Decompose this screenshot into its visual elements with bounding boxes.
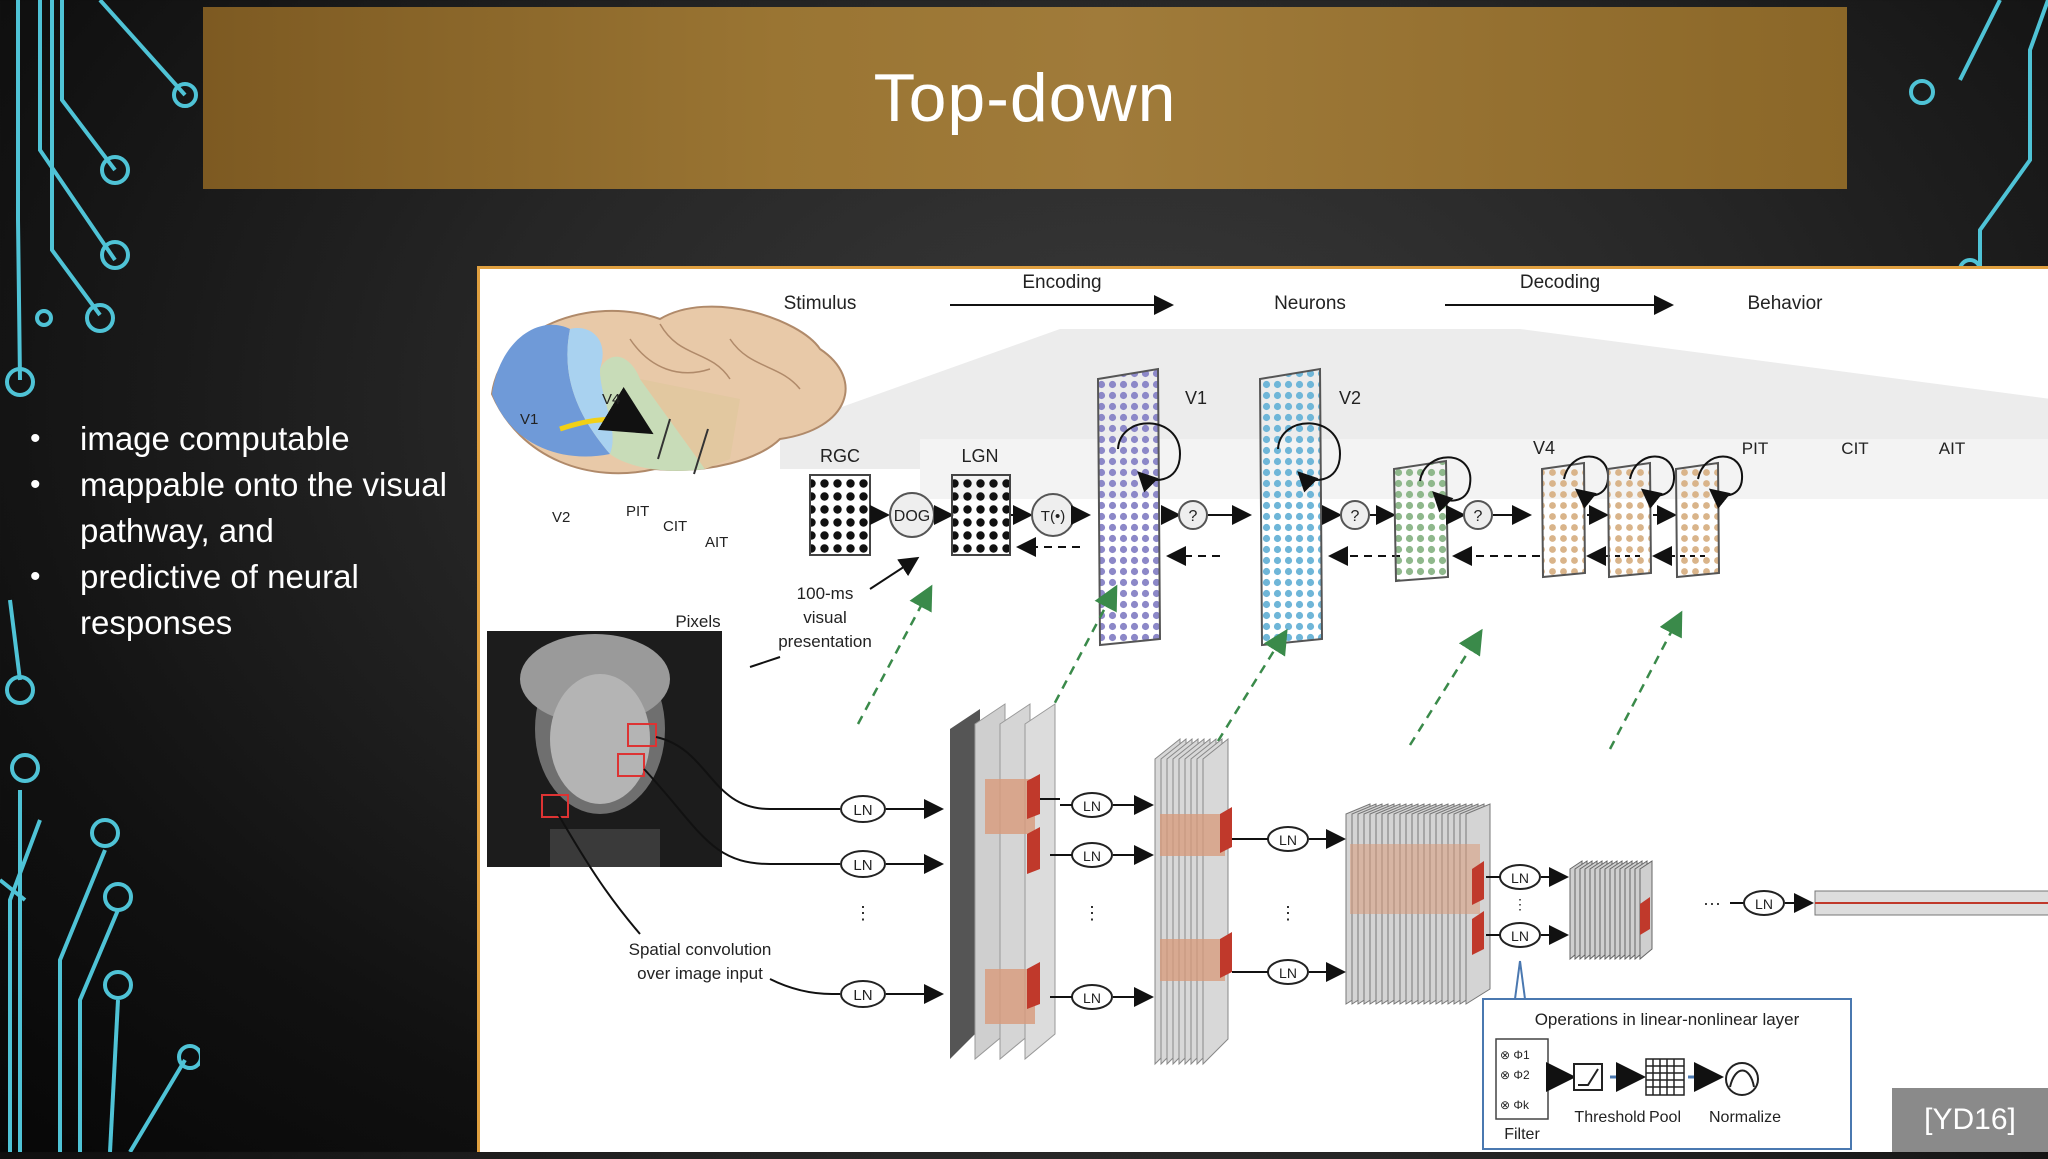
ln-node: LN	[840, 795, 886, 823]
svg-text:LN: LN	[1511, 870, 1529, 886]
ln-node: LN	[1499, 922, 1541, 948]
ellipsis-vertical: ⋮	[1083, 903, 1101, 923]
circuit-decoration-left	[0, 0, 200, 1152]
pit-sheet	[1540, 461, 1587, 579]
header-stimulus: Stimulus	[784, 293, 857, 314]
title-banner: Top-down	[203, 7, 1847, 189]
citation-label: [YD16]	[1892, 1088, 2048, 1152]
svg-text:LN: LN	[1755, 896, 1773, 912]
spatial-convolution-line-2: over image input	[637, 964, 763, 983]
pathway-label-rgc: RGC	[820, 446, 860, 466]
header-encoding: Encoding	[1022, 272, 1101, 293]
bullet-item: image computable	[30, 416, 480, 462]
ellipsis-vertical: ⋮	[1279, 903, 1297, 923]
svg-text:LN: LN	[1083, 990, 1101, 1006]
svg-text:LN: LN	[853, 987, 872, 1004]
pathway-label-v2: V2	[1339, 388, 1361, 408]
v1-sheet	[1096, 367, 1162, 647]
figure-diagram: Stimulus Encoding Neurons Decoding Behav…	[487, 272, 2048, 1150]
v2-sheet	[1258, 367, 1324, 647]
header-decoding: Decoding	[1520, 272, 1600, 293]
svg-text:LN: LN	[1279, 965, 1297, 981]
operations-normalize-label: Normalize	[1709, 1109, 1781, 1126]
operations-filter-label: Filter	[1504, 1126, 1540, 1143]
operations-pool-label: Pool	[1649, 1109, 1681, 1126]
header-neurons: Neurons	[1274, 293, 1346, 314]
question-mark: ?	[1189, 508, 1198, 525]
portrait-photo	[487, 631, 722, 867]
ln-node: LN	[1267, 959, 1309, 985]
brain-label-pit: PIT	[626, 503, 649, 520]
ln-node: LN	[1071, 792, 1113, 818]
operations-title: Operations in linear-nonlinear layer	[1535, 1010, 1800, 1029]
pathway-label-ait: AIT	[1939, 439, 1965, 458]
svg-text:LN: LN	[853, 857, 872, 874]
spatial-convolution-line-1: Spatial convolution	[629, 940, 772, 959]
question-node	[1178, 500, 1208, 530]
svg-text:LN: LN	[853, 802, 872, 819]
monkey-brain-illustration: V1 V2 V4 PIT CIT AIT	[490, 305, 847, 551]
cit-sheet	[1606, 461, 1653, 579]
conv-layer-4	[1569, 860, 1653, 961]
svg-text:LN: LN	[1279, 832, 1297, 848]
pool-icon	[1645, 1058, 1685, 1096]
ellipsis-vertical: ⋮	[1513, 896, 1527, 912]
svg-text:LN: LN	[1511, 928, 1529, 944]
conv-layer-1	[950, 703, 1056, 1061]
filter-symbol: ⊗ Φk	[1500, 1098, 1530, 1112]
svg-text:LN: LN	[1083, 798, 1101, 814]
rgc-grid	[809, 474, 871, 556]
pixels-label: Pixels	[675, 612, 720, 631]
ellipsis-vertical: ⋮	[854, 903, 872, 923]
operations-box: Operations in linear-nonlinear layer ⊗ Φ…	[1482, 998, 1852, 1150]
lgn-grid	[951, 474, 1011, 556]
filter-symbol: ⊗ Φ2	[1500, 1068, 1530, 1082]
presentation-line-1: 100-ms	[797, 584, 854, 603]
bullet-item: mappable onto the visual pathway, and	[30, 462, 480, 554]
ln-node: LN	[1071, 842, 1113, 868]
ellipsis-horizontal: ···	[1703, 893, 1721, 913]
ln-node: LN	[1499, 864, 1541, 890]
circuit-decoration-right	[1909, 0, 2048, 280]
pathway-label-v4: V4	[1533, 438, 1555, 458]
ln-node: LN	[1071, 984, 1113, 1010]
pathway-label-cit: CIT	[1841, 439, 1868, 458]
presentation-line-3: presentation	[778, 632, 872, 651]
ait-sheet	[1674, 461, 1721, 579]
brain-label-v1: V1	[520, 411, 538, 428]
brain-label-v2: V2	[552, 509, 570, 526]
threshold-icon	[1573, 1063, 1603, 1091]
pathway-label-t: T(•)	[1041, 508, 1065, 525]
bullet-item: predictive of neural responses	[30, 554, 480, 646]
slide-title: Top-down	[873, 60, 1177, 136]
brain-label-v4: V4	[602, 391, 620, 408]
svg-text:LN: LN	[1083, 848, 1101, 864]
filter-symbol: ⊗ Φ1	[1500, 1048, 1530, 1062]
presentation-line-2: visual	[803, 608, 846, 627]
conv-layer-3	[1345, 803, 1491, 1005]
pathway-label-pit: PIT	[1742, 439, 1768, 458]
output-layer	[1814, 890, 2048, 916]
header-behavior: Behavior	[1748, 293, 1824, 314]
operations-threshold-label: Threshold	[1574, 1109, 1645, 1126]
pathway-label-lgn: LGN	[961, 446, 998, 466]
bullet-list: image computable mappable onto the visua…	[30, 416, 480, 646]
ln-node: LN	[1267, 826, 1309, 852]
filter-box	[1495, 1038, 1549, 1120]
conv-layer-2	[1154, 737, 1232, 1066]
ln-node: LN	[840, 980, 886, 1008]
pathway-label-dog: DOG	[894, 508, 930, 525]
brain-label-cit: CIT	[663, 518, 687, 535]
question-mark: ?	[1351, 508, 1360, 525]
figure-panel: Stimulus Encoding Neurons Decoding Behav…	[477, 266, 2048, 1152]
ln-node: LN	[1743, 890, 1785, 916]
question-node	[1463, 500, 1493, 530]
ln-node: LN	[840, 850, 886, 878]
normalize-icon	[1725, 1062, 1759, 1096]
pathway-label-v1: V1	[1185, 388, 1207, 408]
question-mark: ?	[1474, 508, 1483, 525]
question-node	[1340, 500, 1370, 530]
brain-label-ait: AIT	[705, 534, 728, 551]
